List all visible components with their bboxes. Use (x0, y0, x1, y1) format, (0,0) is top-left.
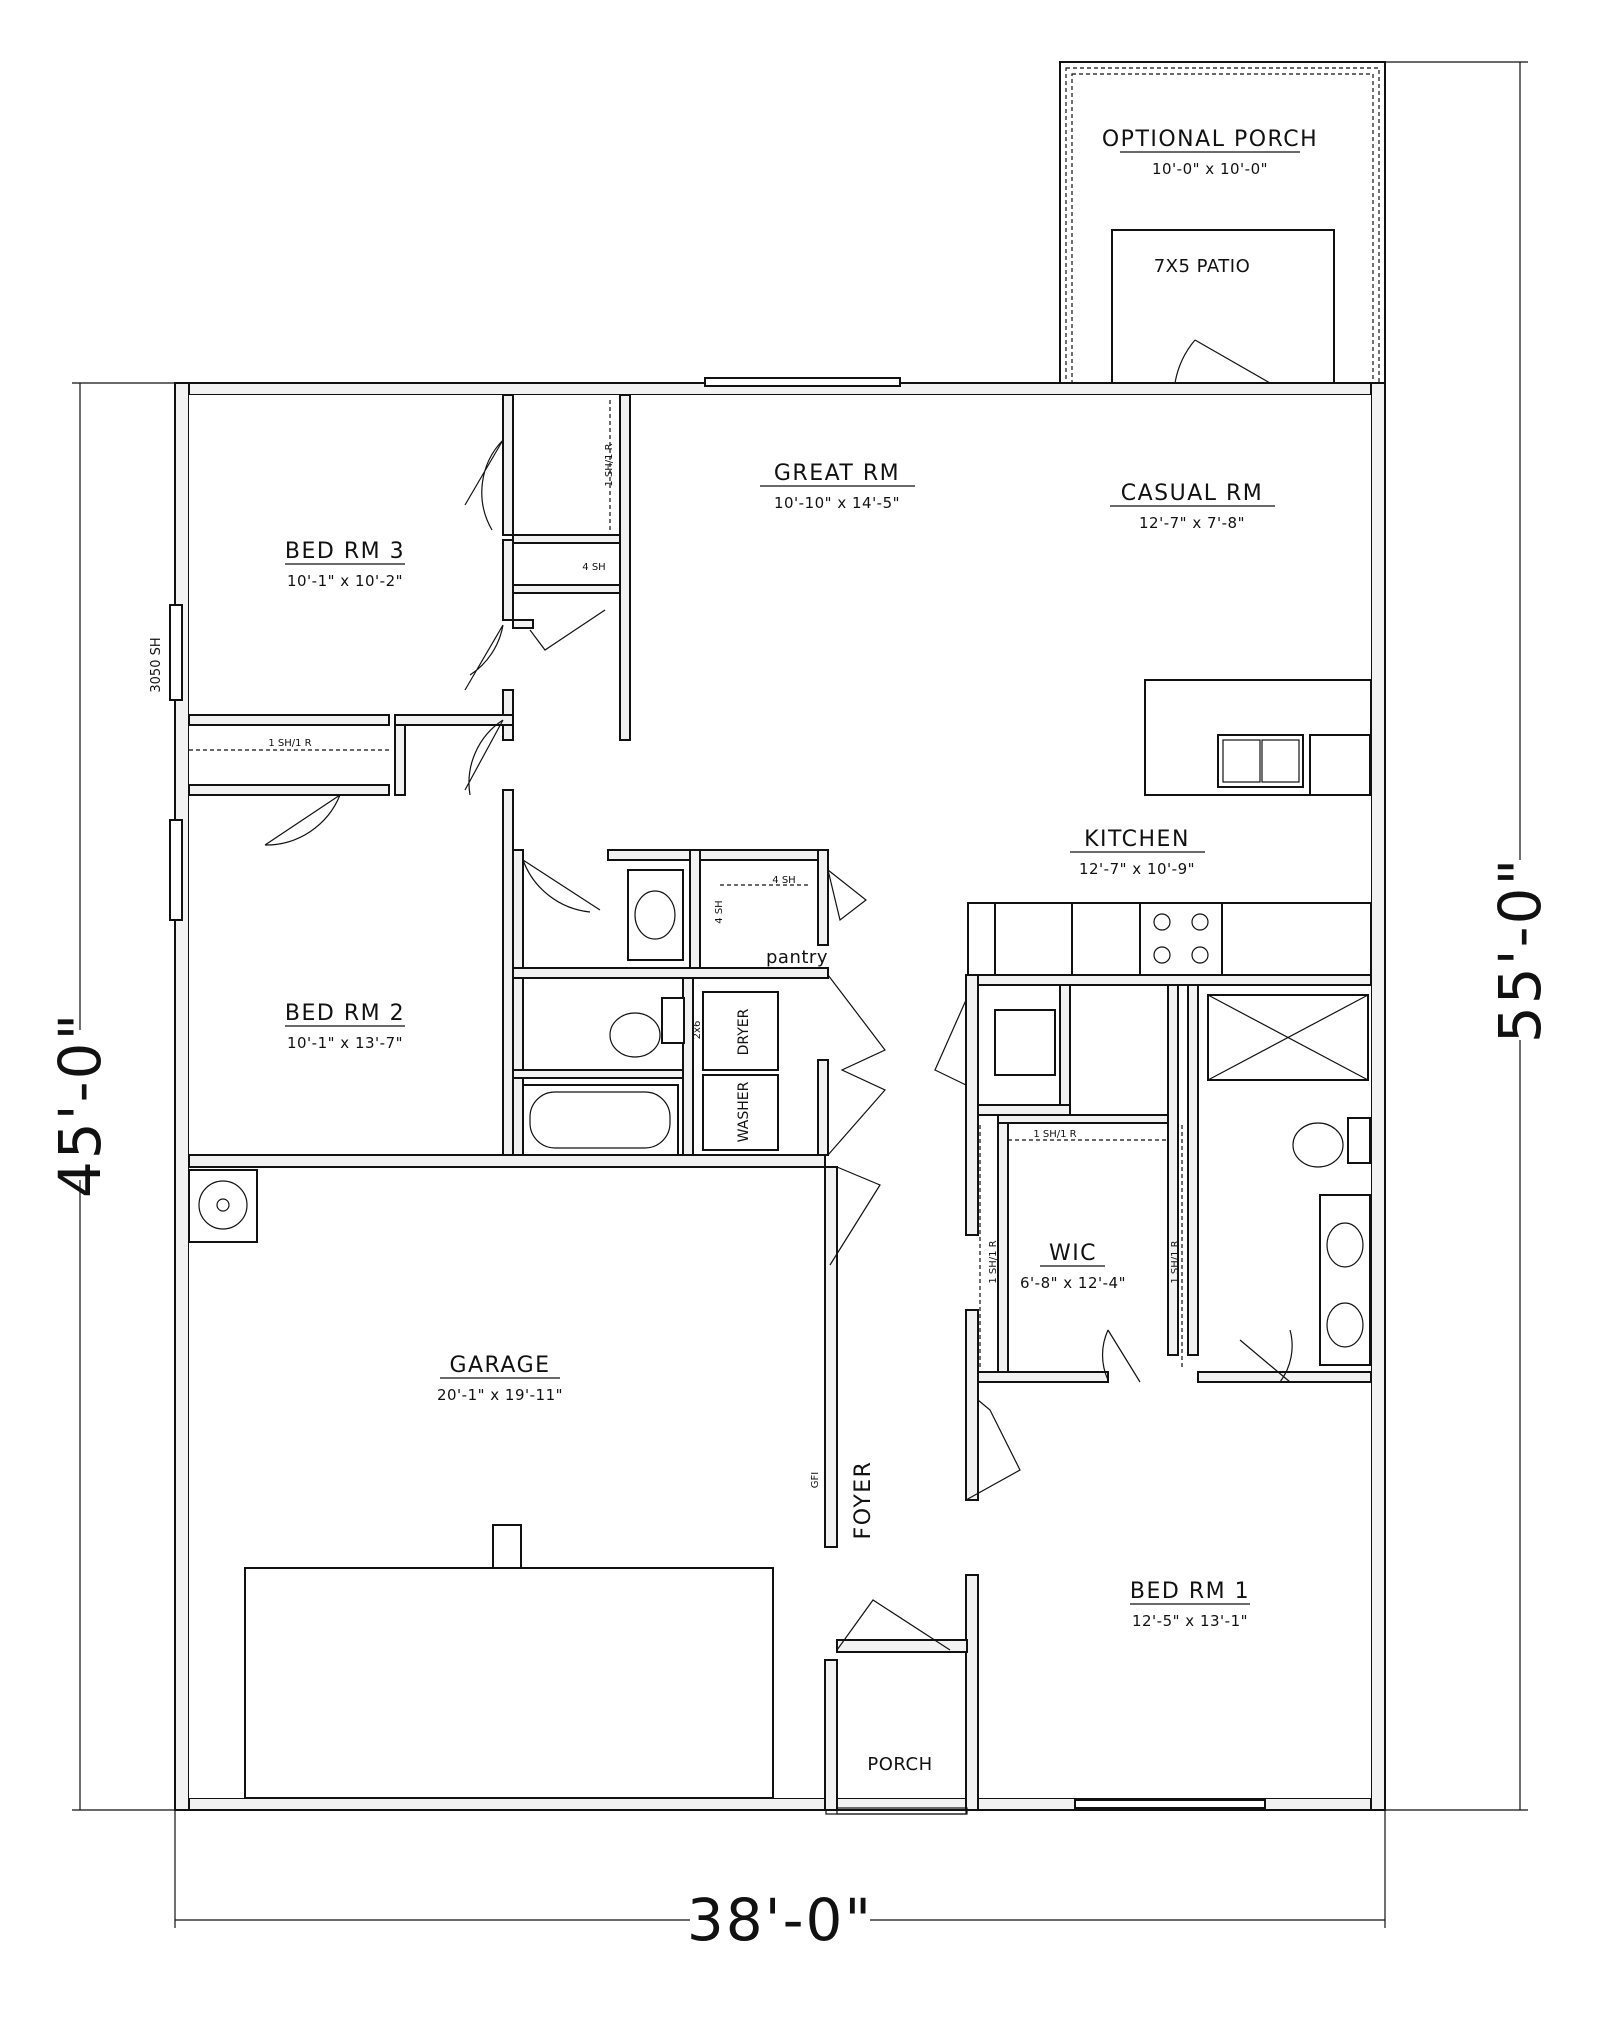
bed-rm-3-dim: 10'-1" x 10'-2" (287, 572, 403, 590)
gfi-label: GFI (810, 1472, 821, 1488)
interior-walls (188, 394, 1372, 1811)
shelf-label-pantry: 4 SH (772, 875, 795, 886)
doors (264, 339, 1293, 1651)
shelf-label-wic-right: 1 SH/1 R (1170, 1240, 1181, 1283)
porch-step (836, 1807, 968, 1815)
bed-rm-2-name: BED RM 2 (285, 1001, 405, 1026)
garage-name: GARAGE (449, 1353, 550, 1378)
windows (169, 377, 1266, 1815)
bed-rm-3-name: BED RM 3 (285, 539, 405, 564)
optional-porch-dim: 10'-0" x 10'-0" (1152, 160, 1268, 178)
bed-rm-1-dim: 12'-5" x 13'-1" (1132, 1612, 1248, 1630)
dimension-left: 45'-0" (46, 1012, 114, 1198)
room-labels: OPTIONAL PORCH 10'-0" x 10'-0" 7X5 PATIO… (285, 127, 1318, 1775)
wic-name: WIC (1049, 1241, 1097, 1266)
casual-rm-name: CASUAL RM (1121, 481, 1264, 506)
bed-rm-2-dim: 10'-1" x 13'-7" (287, 1034, 403, 1052)
stud-2x6-label: 2x6 (692, 1021, 703, 1040)
kitchen-name: KITCHEN (1084, 827, 1190, 852)
porch-name: PORCH (867, 1754, 932, 1775)
dimension-lines: 45'-0" 55'-0" 38'-0" (30, 61, 1570, 1954)
shelf-label-pantry-side: 4 SH (714, 900, 725, 923)
kitchen-fixtures (967, 679, 1372, 1076)
small-labels: 3050 SH 1 SH/1 R 4 SH 1 SH/1 R 4 SH 4 SH… (149, 443, 1181, 1488)
washer-label: WASHER (736, 1081, 752, 1142)
optional-porch-outline (1059, 61, 1386, 384)
shelf-label-wic-top: 1 SH/1 R (1033, 1129, 1076, 1140)
garage-dim: 20'-1" x 19'-11" (437, 1386, 563, 1404)
dimension-bottom: 38'-0" (687, 1886, 873, 1954)
shelf-label-bed2-closet: 1 SH/1 R (268, 738, 311, 749)
kitchen-dim: 12'-7" x 10'-9" (1079, 860, 1195, 878)
dimension-right: 55'-0" (1486, 857, 1554, 1043)
garage-door (244, 1567, 774, 1799)
optional-porch-name: OPTIONAL PORCH (1102, 127, 1318, 152)
dryer-label: DRYER (736, 1008, 752, 1055)
pantry-name: pantry (766, 947, 828, 968)
patio-name: 7X5 PATIO (1154, 256, 1251, 277)
wic-dim: 6'-8" x 12'-4" (1020, 1274, 1126, 1292)
shelf-label-wic-left: 1 SH/1 R (988, 1240, 999, 1283)
shelf-label-bed3-linen: 4 SH (582, 562, 605, 573)
bath-fixtures (188, 869, 1371, 1571)
window-3050-label: 3050 SH (149, 637, 164, 692)
great-rm-name: GREAT RM (774, 461, 900, 486)
closet-rods (189, 400, 1183, 1370)
casual-rm-dim: 12'-7" x 7'-8" (1139, 514, 1245, 532)
shelf-label-bed3-closet: 1 SH/1 R (604, 443, 615, 486)
foyer-name: FOYER (851, 1461, 876, 1540)
great-rm-dim: 10'-10" x 14'-5" (774, 494, 900, 512)
bed-rm-1-name: BED RM 1 (1130, 1579, 1250, 1604)
